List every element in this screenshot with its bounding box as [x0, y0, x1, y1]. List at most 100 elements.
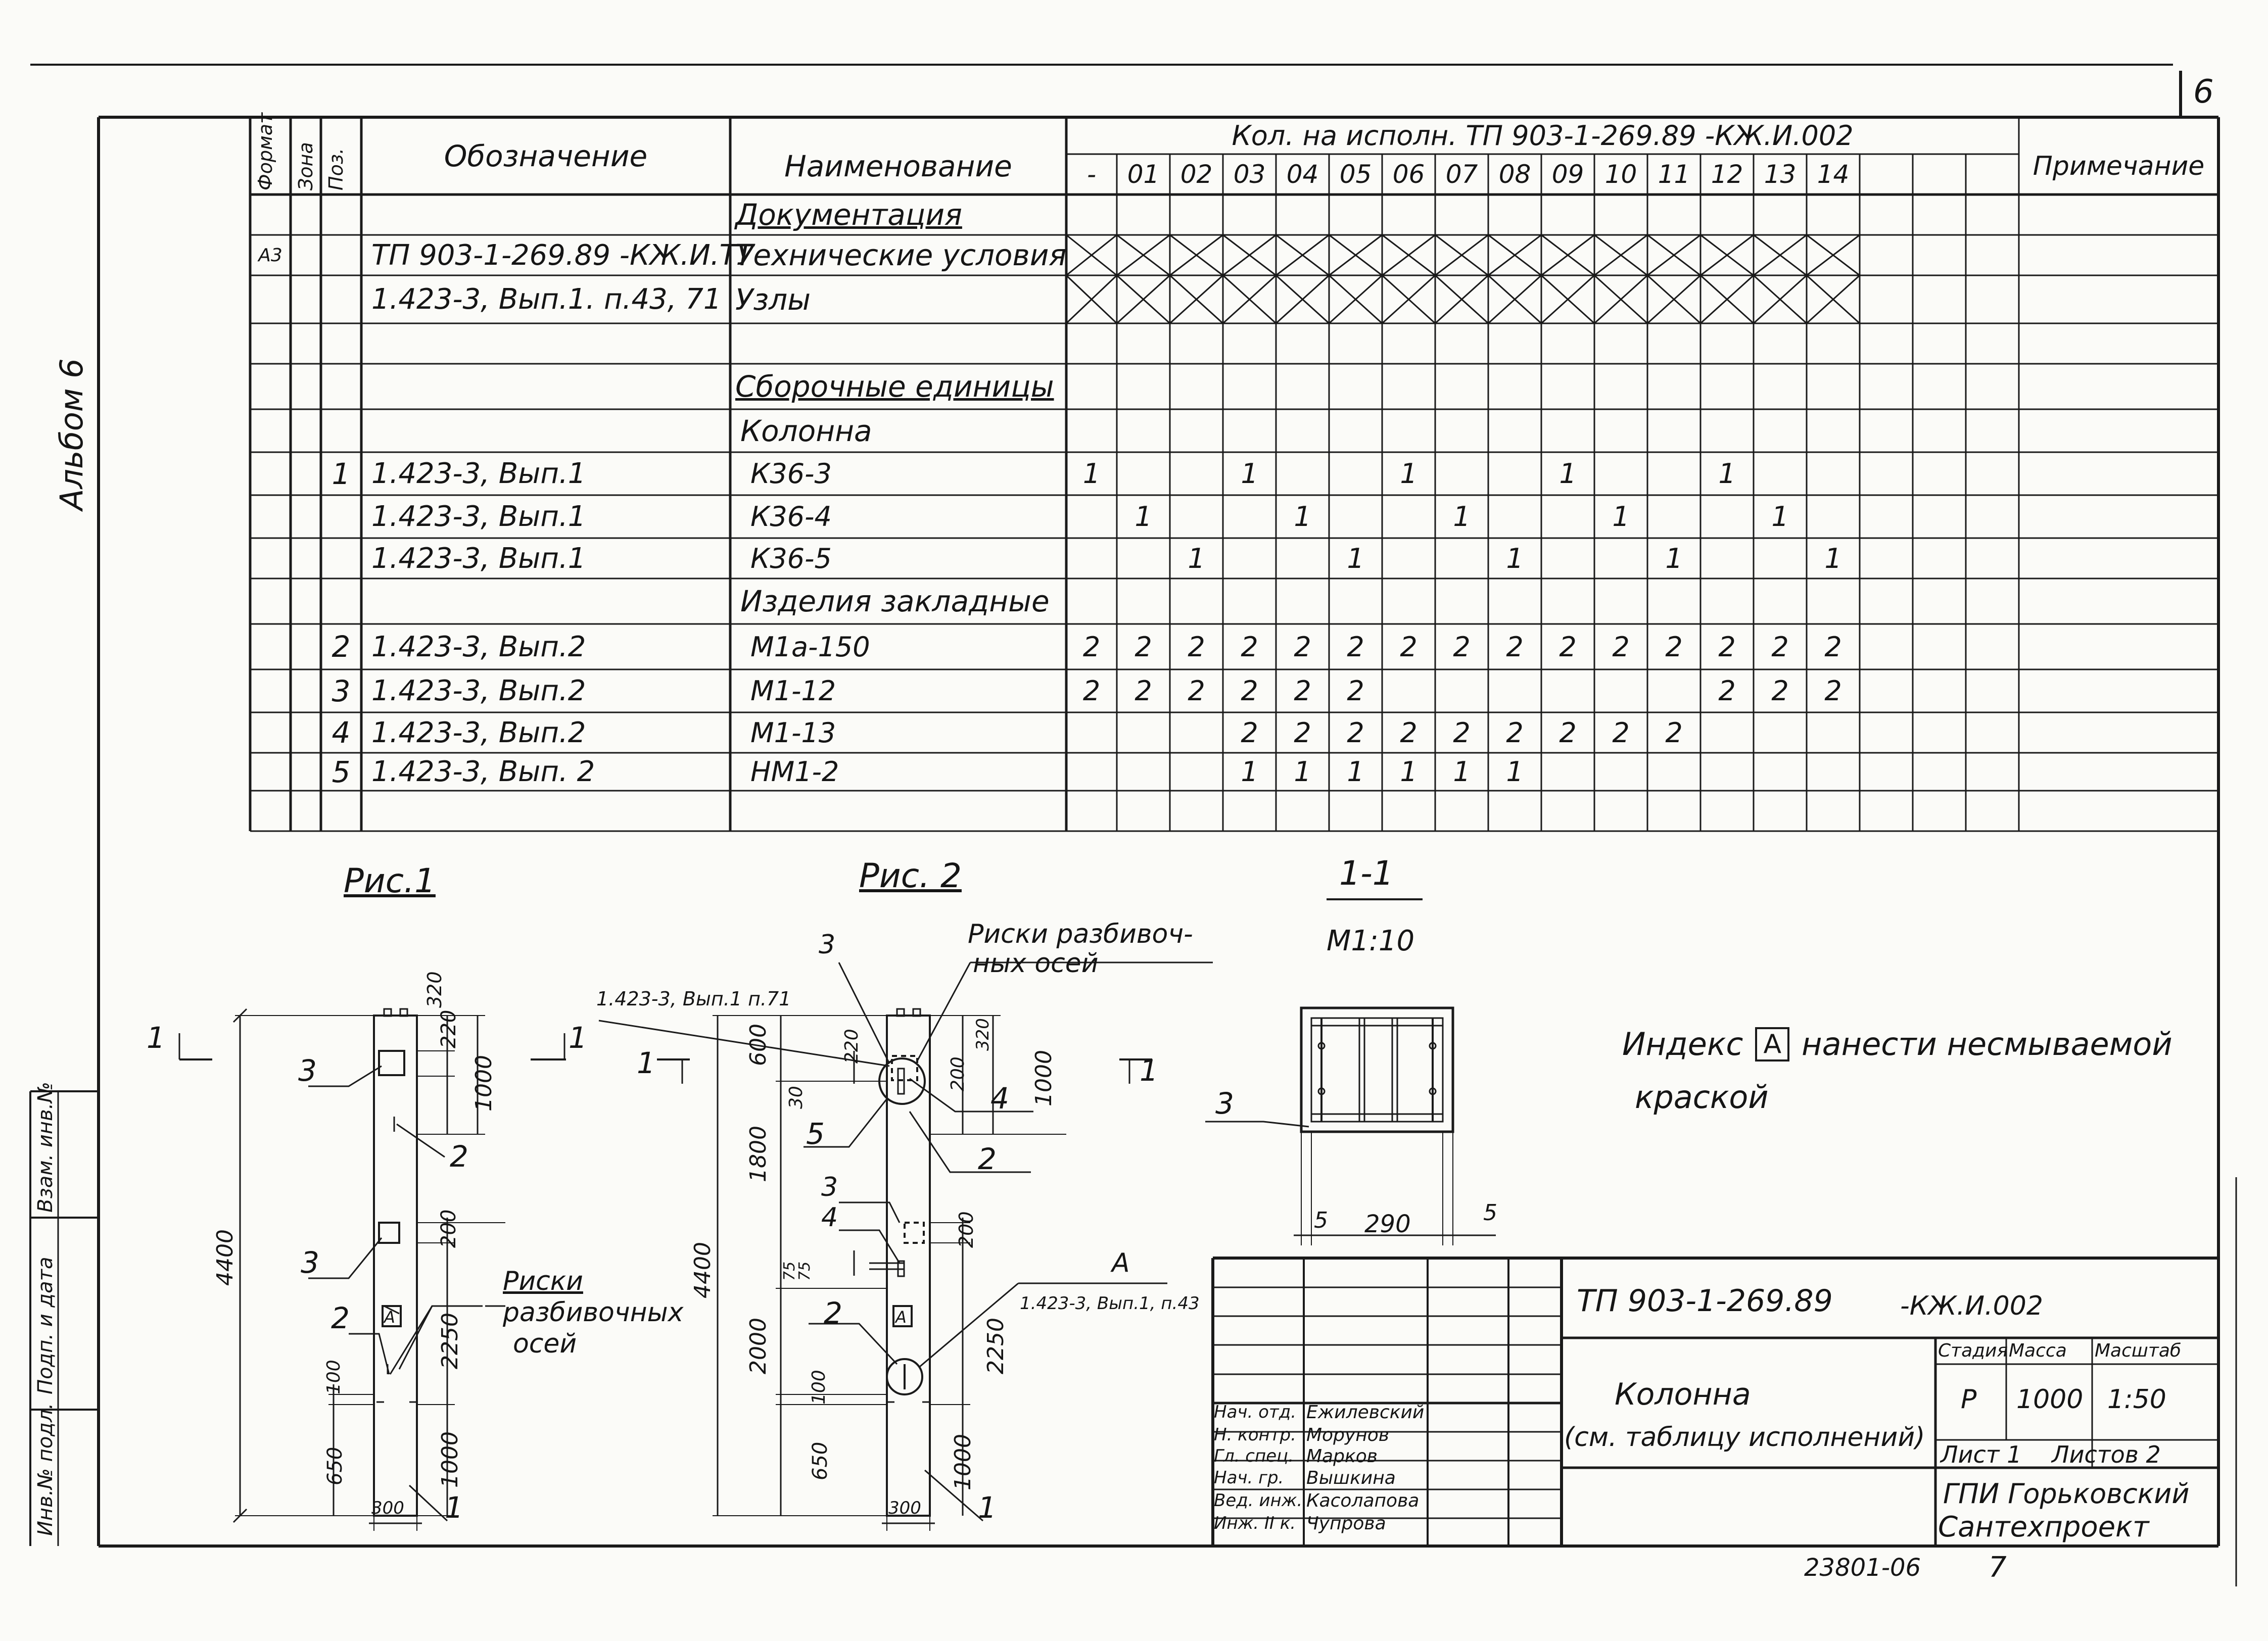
- row-designation: 1.423-3, Вып.2: [371, 716, 586, 749]
- fig2-section-mark-right: 1: [1140, 1053, 1158, 1088]
- fig2-pos-2-bottom: 2: [824, 1296, 842, 1330]
- fig2-dim-100: 100: [809, 1370, 829, 1405]
- header-variant: 12: [1711, 160, 1743, 189]
- row-qty: 2: [1082, 675, 1101, 707]
- row-qty: 2: [1718, 631, 1736, 663]
- fig2-dim-30: 30: [786, 1086, 807, 1109]
- row-qty: 2: [1188, 631, 1205, 663]
- section-dim-5-left: 5: [1314, 1208, 1328, 1233]
- row-qty: 2: [1294, 631, 1311, 663]
- fig1-dim-2250: 2250: [437, 1313, 463, 1369]
- row-qty: 1: [1612, 501, 1630, 533]
- fig1-dim-300: 300: [371, 1498, 404, 1518]
- header-note: Примечание: [2033, 151, 2205, 181]
- note-text-b: нанести несмываемой: [1802, 1026, 2172, 1063]
- row-name: М1-12: [750, 675, 836, 707]
- tb-org-1: ГПИ Горьковский: [1943, 1478, 2190, 1510]
- fig2-pos-3-top: 3: [819, 930, 836, 960]
- row-qty: 2: [1188, 675, 1205, 707]
- row-qty: 1: [1506, 542, 1524, 574]
- row-qty: 2: [1135, 675, 1152, 707]
- row-name: М1-13: [750, 716, 836, 749]
- sign-role: Нач. гр.: [1214, 1468, 1284, 1488]
- tb-code: ТП 903-1-269.89: [1577, 1283, 1833, 1319]
- header-variant: 10: [1604, 160, 1637, 189]
- header-variant: 04: [1286, 160, 1319, 189]
- row-qty: 2: [1718, 675, 1736, 707]
- row-pos: 5: [332, 754, 351, 789]
- sign-role: Гл. спец.: [1214, 1446, 1294, 1466]
- row-qty: 2: [1559, 716, 1577, 749]
- fig1-pos-1: 1: [445, 1490, 463, 1525]
- fig1-pos-3-top: 3: [298, 1053, 317, 1088]
- header-variant: 09: [1551, 160, 1584, 189]
- row-pos: 3: [332, 673, 351, 708]
- sign-name: Морунов: [1306, 1425, 1390, 1445]
- row-qty: 1: [1294, 501, 1311, 533]
- section-dim-5-right: 5: [1483, 1200, 1497, 1226]
- note-text-a: Индекс: [1622, 1026, 1743, 1063]
- archive-page: 7: [1989, 1551, 2007, 1584]
- section-title: 1-1: [1339, 854, 1394, 893]
- fig2-dim-200-mid: 200: [955, 1211, 977, 1248]
- section-pos-3: 3: [1215, 1086, 1234, 1121]
- row-name: М1а-150: [750, 631, 870, 663]
- row-name: К36-4: [750, 501, 832, 533]
- fig1-dim-320: 320: [423, 971, 446, 1008]
- fig1-dim-650: 650: [323, 1446, 347, 1485]
- tb-org-2: Сантехпроект: [1938, 1511, 2149, 1543]
- note-line-1: Индекс А нанести несмываемой: [1622, 1026, 2172, 1063]
- fig1-dim-1000-bottom: 1000: [437, 1431, 463, 1488]
- row-qty: 2: [1559, 631, 1577, 663]
- sign-role: Вед. инж.: [1214, 1490, 1303, 1511]
- row-qty: 1: [1506, 756, 1524, 788]
- fig1-pos-2-top: 2: [450, 1139, 468, 1174]
- fig1-pos-3-mid: 3: [301, 1245, 319, 1280]
- fig2-node-label: А: [1112, 1248, 1130, 1278]
- row-designation: 1.423-3, Вып.2: [371, 630, 586, 663]
- header-variant: 03: [1233, 160, 1266, 189]
- fig2-dim-200-top: 200: [948, 1056, 968, 1091]
- row-qty: 2: [1347, 716, 1364, 749]
- fig2-dim-75b: 75: [796, 1261, 814, 1281]
- fig2-total-height: 4400: [690, 1242, 716, 1298]
- fig2-index-box: А: [895, 1308, 907, 1327]
- header-variant: -: [1086, 160, 1097, 189]
- fig1-index-box: А: [384, 1308, 395, 1327]
- row-designation: 1.423-3, Вып. 2: [371, 755, 595, 788]
- row-name: НМ1-2: [750, 756, 839, 788]
- row-qty: 1: [1718, 458, 1736, 490]
- row-qty: 2: [1082, 631, 1101, 663]
- section-scale: М1:10: [1327, 925, 1415, 957]
- row-qty: 2: [1612, 716, 1630, 749]
- row-designation: 1.423-3, Вып.1: [371, 457, 586, 490]
- fig1-section-mark-right: 1: [569, 1021, 587, 1055]
- row-qty: 2: [1241, 675, 1258, 707]
- row-name: Технические условия: [735, 238, 1067, 272]
- row-qty: 2: [1400, 631, 1418, 663]
- row-qty: 1: [1241, 756, 1258, 788]
- fig2-dim-650: 650: [809, 1441, 832, 1480]
- fig2-dim-220: 220: [841, 1029, 862, 1064]
- sign-role: Нач. отд.: [1214, 1402, 1297, 1422]
- header-zone: Зона: [295, 142, 317, 190]
- fig2-dim-1000-bottom: 1000: [950, 1434, 976, 1490]
- row-qty: 1: [1453, 756, 1471, 788]
- row-pos: 2: [332, 630, 351, 664]
- fig2-pos-2-top: 2: [978, 1142, 997, 1176]
- header-variant: 13: [1764, 160, 1797, 189]
- tb-title: Колонна: [1615, 1377, 1751, 1412]
- row-qty: 1: [1559, 458, 1577, 490]
- row-name: Изделия закладные: [740, 584, 1050, 618]
- header-variant: 07: [1445, 160, 1478, 189]
- row-name: Сборочные единицы: [735, 369, 1054, 404]
- row-designation: 1.423-3, Вып.1: [371, 542, 586, 575]
- row-qty: 2: [1294, 675, 1311, 707]
- row-qty: 2: [1453, 631, 1471, 663]
- fig2-marks-label: Риски разбивоч- ных осей: [968, 919, 1193, 979]
- tb-mass: 1000: [2016, 1384, 2084, 1415]
- row-pos: 1: [332, 456, 351, 491]
- note-index-box: А: [1755, 1027, 1790, 1061]
- fig1-dim-200: 200: [437, 1209, 460, 1248]
- fig1-title: Рис.1: [344, 861, 436, 900]
